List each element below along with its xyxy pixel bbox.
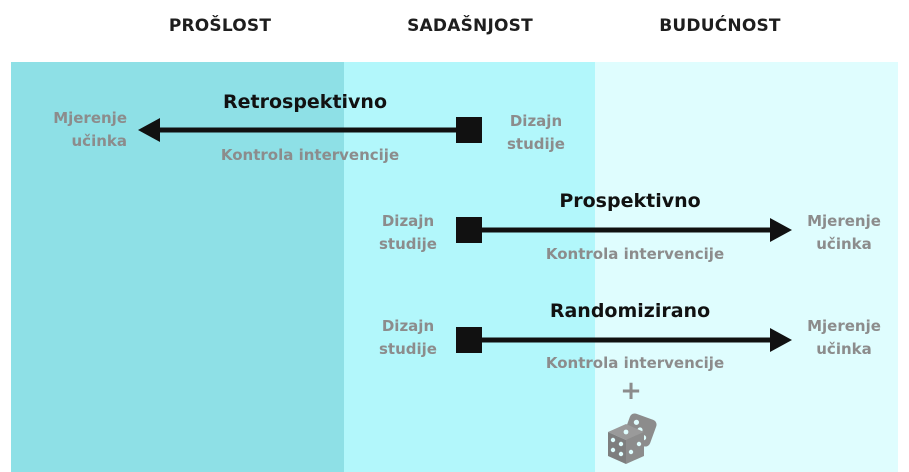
arrowhead-right-icon	[770, 218, 792, 242]
plus-sign: +	[620, 376, 642, 406]
header-present: SADAŠNJOST	[407, 16, 533, 36]
prospective-arrow	[456, 217, 792, 243]
retrospective-control-label: Kontrola intervencije	[220, 146, 400, 164]
retrospective-arrow	[138, 117, 482, 143]
randomized-outcome-label: Mjerenje učinka	[796, 315, 892, 361]
label-line: Mjerenje	[807, 317, 881, 335]
retrospective-design-label: Dizajn studije	[494, 110, 578, 156]
prospective-design-label: Dizajn studije	[366, 210, 450, 256]
prospective-title: Prospektivno	[559, 190, 701, 212]
label-line: studije	[507, 135, 565, 153]
arrowhead-right-icon	[770, 328, 792, 352]
randomized-control-label: Kontrola intervencije	[545, 354, 725, 372]
randomized-arrow	[456, 327, 792, 353]
label-line: Dizajn	[381, 317, 435, 335]
dice-icon	[608, 413, 657, 464]
study-design-marker	[456, 117, 482, 143]
study-design-marker	[456, 217, 482, 243]
label-line: Mjerenje	[53, 109, 127, 127]
retrospective-title: Retrospektivno	[222, 91, 387, 113]
randomized-title: Randomizirano	[549, 300, 711, 322]
study-design-marker	[456, 327, 482, 353]
label-line: Mjerenje	[807, 212, 881, 230]
arrowhead-left-icon	[138, 118, 160, 142]
label-line: Dizajn	[381, 212, 435, 230]
randomized-design-label: Dizajn studije	[366, 315, 450, 361]
band-future	[595, 62, 898, 472]
label-line: učinka	[71, 132, 128, 150]
prospective-outcome-label: Mjerenje učinka	[796, 210, 892, 256]
prospective-control-label: Kontrola intervencije	[545, 245, 725, 263]
label-line: studije	[379, 340, 437, 358]
label-line: učinka	[816, 340, 872, 358]
label-line: studije	[379, 235, 437, 253]
label-line: Dizajn	[509, 112, 563, 130]
label-line: učinka	[816, 235, 872, 253]
header-past: PROŠLOST	[168, 16, 272, 36]
header-future: BUDUĆNOST	[659, 16, 781, 36]
retrospective-outcome-label: Mjerenje učinka	[30, 107, 127, 153]
